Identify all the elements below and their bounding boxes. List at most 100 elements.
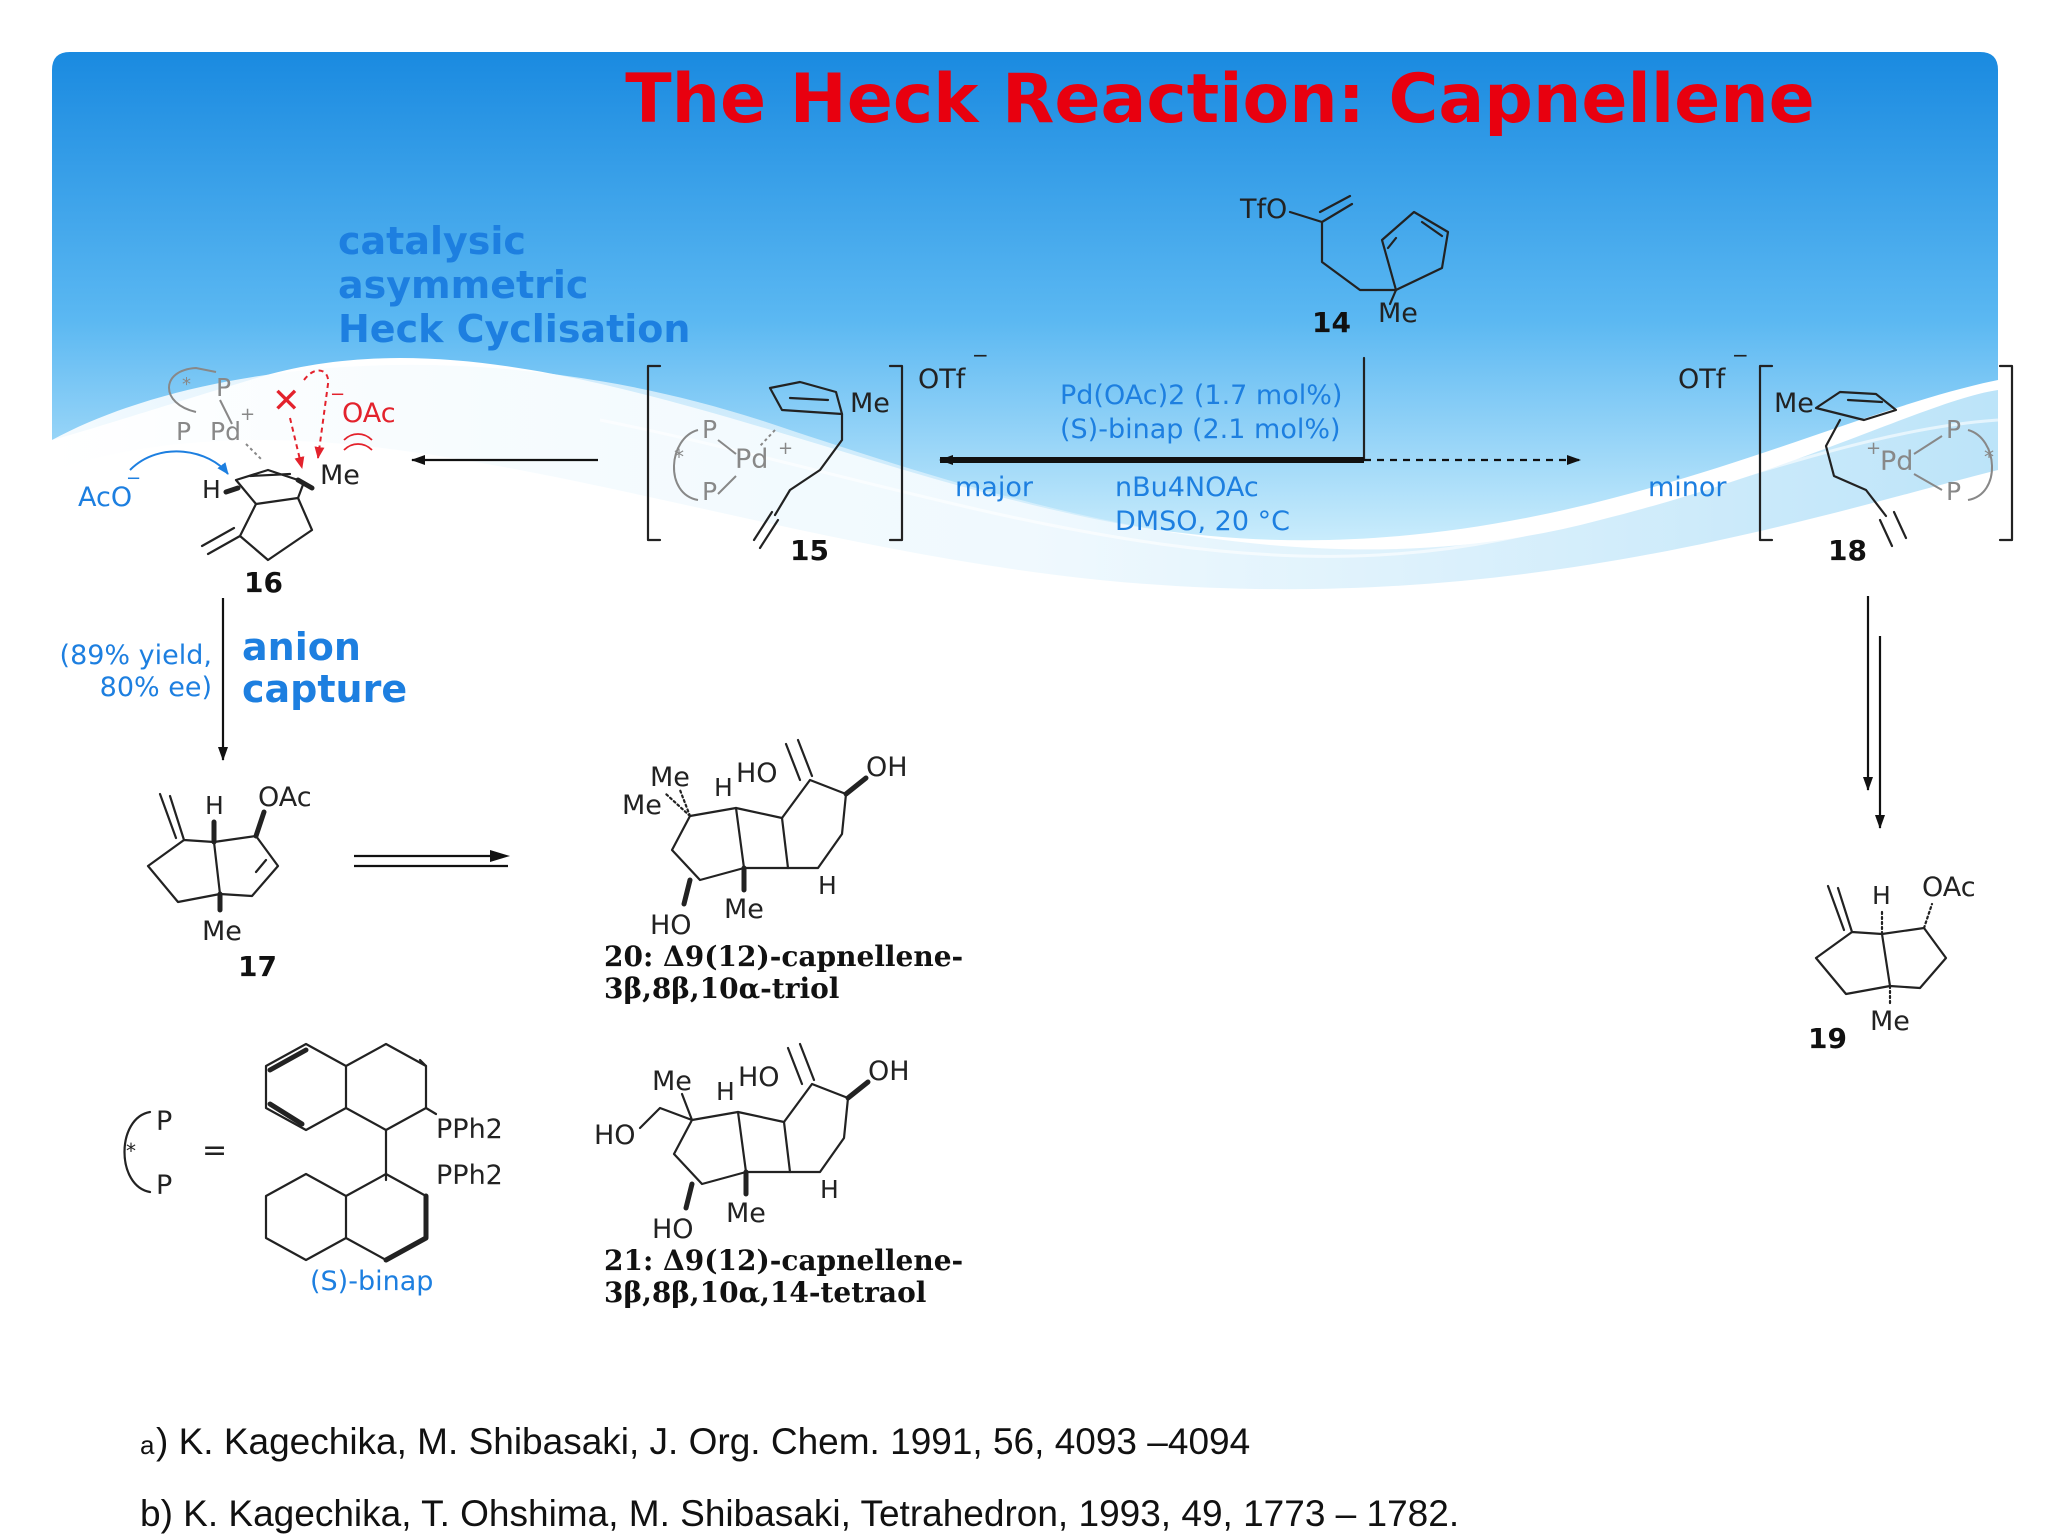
condition-ligand: (S)-binap (2.1 mol%) bbox=[1060, 414, 1341, 445]
compound-15-number: 15 bbox=[790, 534, 829, 567]
references: a ) K. Kagechika, M. Shibasaki, J. Org. … bbox=[140, 1421, 1459, 1534]
equals-sign: = bbox=[202, 1133, 227, 1168]
tfo-label: TfO bbox=[1239, 194, 1287, 225]
ho-label-20a: HO bbox=[736, 758, 778, 789]
binap-star-legend: * bbox=[126, 1139, 136, 1163]
heck-callout-line1: catalysic bbox=[338, 219, 526, 263]
me-label-21b: Me bbox=[726, 1198, 766, 1229]
p-label-18b: P bbox=[1946, 477, 1961, 506]
minor-label: minor bbox=[1648, 472, 1727, 503]
compound-14-number: 14 bbox=[1312, 306, 1351, 339]
slide-title: The Heck Reaction: Capnellene bbox=[625, 60, 1815, 139]
oac-charge-red: − bbox=[330, 384, 345, 405]
oac-label-red: OAc bbox=[342, 398, 396, 429]
binap-star-18: * bbox=[1984, 445, 1994, 469]
reaction-arrows bbox=[218, 356, 1885, 868]
oh-label-21: OH bbox=[868, 1056, 910, 1087]
cross-mark: ✕ bbox=[272, 381, 301, 421]
binap-star-16: * bbox=[182, 374, 191, 395]
yield-line1: (89% yield, bbox=[60, 640, 212, 671]
compound-21: Me HO H HO OH H HO Me 21: Δ9(12)-capnell… bbox=[594, 1042, 963, 1309]
compound-16: P P Pd + * ✕ OAc − AcO − H Me 16 bbox=[78, 366, 396, 599]
compound-18-number: 18 bbox=[1828, 534, 1867, 567]
compound-20: Me Me H HO OH H HO Me 20: Δ9(12)-capnell… bbox=[604, 738, 963, 1005]
reference-a-marker: a bbox=[140, 1430, 155, 1460]
otf-charge-15: − bbox=[972, 343, 989, 367]
anion-callout-line2: capture bbox=[242, 667, 407, 711]
compound-21-name-line2: 3β,8β,10α,14-tetraol bbox=[604, 1276, 926, 1309]
heck-callout-line2: asymmetric bbox=[338, 263, 588, 307]
h-label-20a: H bbox=[714, 773, 733, 802]
h-label-17: H bbox=[205, 791, 224, 820]
p-label-15b: P bbox=[702, 477, 717, 506]
p-label-15a: P bbox=[702, 415, 717, 444]
ho-label-21c: HO bbox=[652, 1214, 694, 1245]
condition-catalyst: Pd(OAc)2 (1.7 mol%) bbox=[1060, 380, 1342, 411]
binap-caption: (S)-binap bbox=[310, 1266, 433, 1297]
anion-callout-line1: anion bbox=[242, 625, 361, 669]
me-label-17: Me bbox=[202, 916, 242, 947]
h-label-21a: H bbox=[716, 1077, 735, 1106]
ho-label-21a: HO bbox=[594, 1120, 636, 1151]
reference-a: ) K. Kagechika, M. Shibasaki, J. Org. Ch… bbox=[156, 1421, 1250, 1462]
aco-label: AcO bbox=[78, 482, 132, 513]
binap-legend: * P P = PPh2 PPh2 (S)-binap bbox=[123, 1042, 503, 1297]
pph2-label-a: PPh2 bbox=[436, 1114, 503, 1145]
h-label-21b: H bbox=[820, 1175, 839, 1204]
me-label-20b: Me bbox=[622, 790, 662, 821]
reference-b: b) K. Kagechika, T. Ohshima, M. Shibasak… bbox=[140, 1493, 1459, 1534]
heck-callout-line3: Heck Cyclisation bbox=[338, 307, 690, 351]
me-label-21a: Me bbox=[652, 1066, 692, 1097]
me-label-15: Me bbox=[850, 388, 890, 419]
compound-21-name-line1: 21: Δ9(12)-capnellene- bbox=[604, 1244, 963, 1277]
me-label-18: Me bbox=[1774, 388, 1814, 419]
condition-additive: nBu4NOAc bbox=[1115, 472, 1259, 503]
otf-counterion-15: OTf bbox=[918, 364, 967, 395]
aco-charge: − bbox=[126, 468, 141, 489]
otf-counterion-18: OTf bbox=[1678, 364, 1727, 395]
heck-callout: catalysic asymmetric Heck Cyclisation bbox=[338, 219, 690, 351]
me-label-16: Me bbox=[320, 460, 360, 491]
me-label-19: Me bbox=[1870, 1006, 1910, 1037]
compound-15: OTf − Me Pd + P P * 15 bbox=[646, 343, 989, 567]
p-label-16a: P bbox=[216, 373, 231, 402]
compound-19: H OAc Me 19 bbox=[1808, 872, 1976, 1055]
oh-label-20: OH bbox=[866, 752, 908, 783]
condition-solvent: DMSO, 20 °C bbox=[1115, 506, 1290, 537]
pd-charge-16: + bbox=[240, 404, 255, 425]
p-label-16b: P bbox=[176, 417, 191, 446]
pd-label-15: Pd bbox=[735, 444, 768, 475]
pd-charge-18: + bbox=[1866, 438, 1881, 459]
binap-star-15: * bbox=[674, 445, 684, 469]
yield-line2: 80% ee) bbox=[100, 672, 212, 703]
me-label-14: Me bbox=[1378, 298, 1418, 329]
ho-label-21b: HO bbox=[738, 1062, 780, 1093]
oac-label-17: OAc bbox=[258, 782, 312, 813]
h-label-16: H bbox=[202, 475, 221, 504]
yield-annotation: (89% yield, 80% ee) anion capture bbox=[60, 625, 408, 711]
p-label-18a: P bbox=[1946, 415, 1961, 444]
me-label-20a: Me bbox=[650, 762, 690, 793]
otf-charge-18: − bbox=[1732, 343, 1749, 367]
conditions: Pd(OAc)2 (1.7 mol%) (S)-binap (2.1 mol%)… bbox=[955, 380, 1727, 537]
major-label: major bbox=[955, 472, 1034, 503]
pd-charge-15: + bbox=[778, 438, 793, 459]
h-label-19: H bbox=[1872, 881, 1891, 910]
p-label-legend-a: P bbox=[156, 1106, 172, 1137]
compound-18: OTf − Me Pd + P P * 18 bbox=[1678, 343, 2014, 567]
compound-20-name-line2: 3β,8β,10α-triol bbox=[604, 972, 839, 1005]
me-label-20c: Me bbox=[724, 894, 764, 925]
compound-19-number: 19 bbox=[1808, 1022, 1847, 1055]
p-label-legend-b: P bbox=[156, 1170, 172, 1201]
pd-label-18: Pd bbox=[1880, 446, 1913, 477]
pd-label-16: Pd bbox=[210, 417, 241, 446]
compound-17: H OAc Me 17 bbox=[146, 782, 312, 983]
compound-17-number: 17 bbox=[238, 950, 277, 983]
compound-14: TfO Me 14 bbox=[1239, 194, 1450, 339]
pph2-label-b: PPh2 bbox=[436, 1160, 503, 1191]
compound-16-number: 16 bbox=[244, 566, 283, 599]
oac-label-19: OAc bbox=[1922, 872, 1976, 903]
h-label-20b: H bbox=[818, 871, 837, 900]
